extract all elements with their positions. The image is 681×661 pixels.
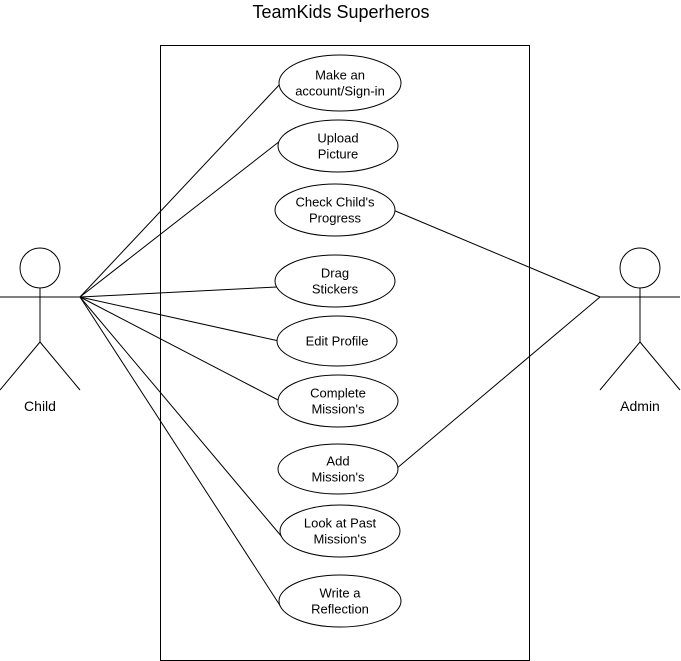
actor-admin: Admin bbox=[599, 247, 681, 414]
actor-admin-head bbox=[619, 247, 661, 289]
association-child-upload-picture bbox=[79, 140, 281, 298]
use-case-ellipse bbox=[277, 119, 399, 173]
actor-child-right-leg bbox=[39, 341, 81, 391]
association-admin-add-missions bbox=[395, 296, 601, 470]
use-case-ellipse bbox=[277, 374, 399, 428]
actor-admin-label: Admin bbox=[620, 398, 660, 414]
use-case-ellipse bbox=[279, 504, 401, 558]
use-case-ellipse bbox=[278, 54, 402, 112]
use-case-label: Reflection bbox=[311, 602, 369, 617]
use-case-ellipse bbox=[274, 254, 396, 308]
actor-child-head bbox=[19, 247, 61, 289]
use-case-label: Picture bbox=[318, 147, 358, 162]
association-child-past-missions bbox=[79, 296, 283, 538]
use-case-label: Progress bbox=[309, 211, 362, 226]
association-child-drag-stickers bbox=[79, 286, 278, 298]
actor-admin-right-leg bbox=[639, 341, 681, 391]
use-case-label: Make an bbox=[315, 68, 365, 83]
actor-admin-left-leg bbox=[599, 341, 641, 391]
actor-child: Child bbox=[0, 247, 81, 414]
use-case-label: Mission's bbox=[311, 402, 365, 417]
use-cases: Make anaccount/Sign-inUploadPictureCheck… bbox=[274, 54, 402, 628]
association-child-write-reflection bbox=[79, 296, 282, 608]
use-case-label: Add bbox=[326, 454, 349, 469]
use-case-edit-profile: Edit Profile bbox=[276, 315, 398, 367]
diagram-title: TeamKids Superheros bbox=[252, 2, 429, 22]
use-case-label: Upload bbox=[317, 131, 358, 146]
use-case-label: Complete bbox=[310, 386, 366, 401]
use-case-label: Drag bbox=[321, 266, 349, 281]
use-case-label: Look at Past bbox=[304, 516, 377, 531]
use-case-label: account/Sign-in bbox=[295, 84, 385, 99]
use-case-ellipse bbox=[278, 574, 402, 628]
association-lines bbox=[79, 82, 601, 608]
use-case-label: Write a bbox=[320, 586, 362, 601]
association-child-make-account bbox=[79, 82, 282, 298]
use-case-label: Edit Profile bbox=[306, 334, 369, 349]
actor-child-left-leg bbox=[0, 341, 41, 391]
association-child-edit-profile bbox=[79, 296, 280, 342]
association-child-complete-missions bbox=[79, 296, 281, 402]
use-case-ellipse bbox=[276, 315, 398, 367]
association-admin-check-progress bbox=[392, 209, 601, 298]
use-case-ellipse bbox=[277, 443, 399, 495]
use-case-label: Mission's bbox=[313, 532, 367, 547]
use-case-ellipse bbox=[274, 183, 396, 237]
use-case-label: Mission's bbox=[311, 470, 365, 485]
actor-child-label: Child bbox=[24, 398, 56, 414]
use-case-label: Check Child's bbox=[295, 195, 375, 210]
use-case-label: Stickers bbox=[312, 282, 359, 297]
